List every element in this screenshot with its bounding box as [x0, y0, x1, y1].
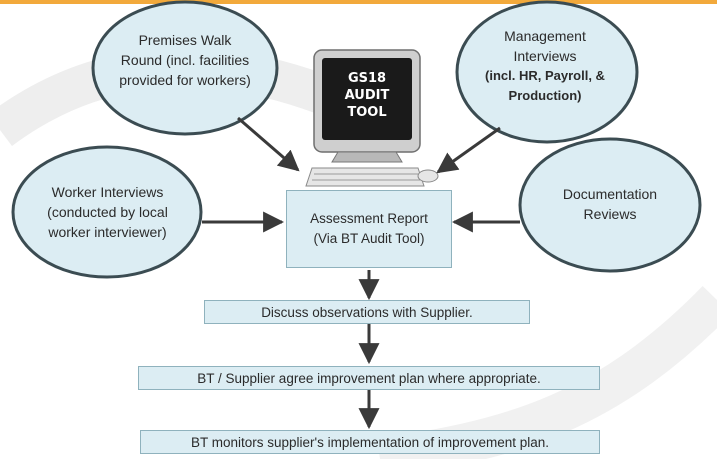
management-interviews-label: Management Interviews (incl. HR, Payroll… [470, 20, 620, 112]
premises-line-2: Round (incl. facilities [120, 52, 250, 68]
documentation-line-1: Documentation [562, 186, 658, 202]
worker-ellipse [11, 145, 203, 279]
top-accent-bar [0, 0, 717, 4]
step-3-text: BT monitors supplier's implementation of… [191, 434, 549, 450]
screen-line-1: GS18 [347, 71, 387, 86]
documentation-ellipse [518, 137, 702, 273]
step-agree-improvement-plan: BT / Supplier agree improvement plan whe… [138, 366, 600, 390]
step-discuss-observations: Discuss observations with Supplier. [204, 300, 530, 324]
worker-line-2: (conducted by local [47, 204, 168, 220]
management-line-2: Interviews [513, 48, 577, 64]
worker-line-1: Worker Interviews [51, 184, 164, 200]
computer-screen-text: GS18 AUDIT TOOL [322, 70, 412, 121]
report-line-1: Assessment Report [310, 211, 428, 226]
premises-walk-label: Premises Walk Round (incl. facilities pr… [100, 24, 270, 96]
step-monitor-implementation: BT monitors supplier's implementation of… [140, 430, 600, 454]
screen-line-2: AUDIT [344, 88, 390, 103]
management-line-4: Production) [508, 88, 582, 103]
worker-interviews-label: Worker Interviews (conducted by local wo… [20, 178, 195, 246]
screen-line-3: TOOL [347, 105, 387, 120]
management-ellipse [455, 0, 639, 144]
worker-line-3: worker interviewer) [48, 224, 167, 240]
step-2-text: BT / Supplier agree improvement plan whe… [197, 370, 541, 386]
premises-ellipse [91, 0, 279, 136]
management-line-1: Management [504, 28, 586, 44]
premises-line-3: provided for workers) [119, 72, 251, 88]
management-line-3: (incl. HR, Payroll, & [485, 68, 605, 83]
arrow-management [436, 126, 501, 174]
assessment-report-box: Assessment Report (Via BT Audit Tool) [286, 190, 452, 268]
step-1-text: Discuss observations with Supplier. [261, 304, 473, 320]
arrow-premises [237, 116, 300, 172]
computer-icon [305, 49, 439, 187]
documentation-reviews-label: Documentation Reviews [540, 180, 680, 228]
documentation-line-2: Reviews [583, 206, 637, 222]
premises-line-1: Premises Walk [138, 32, 232, 48]
report-line-2: (Via BT Audit Tool) [313, 231, 425, 246]
